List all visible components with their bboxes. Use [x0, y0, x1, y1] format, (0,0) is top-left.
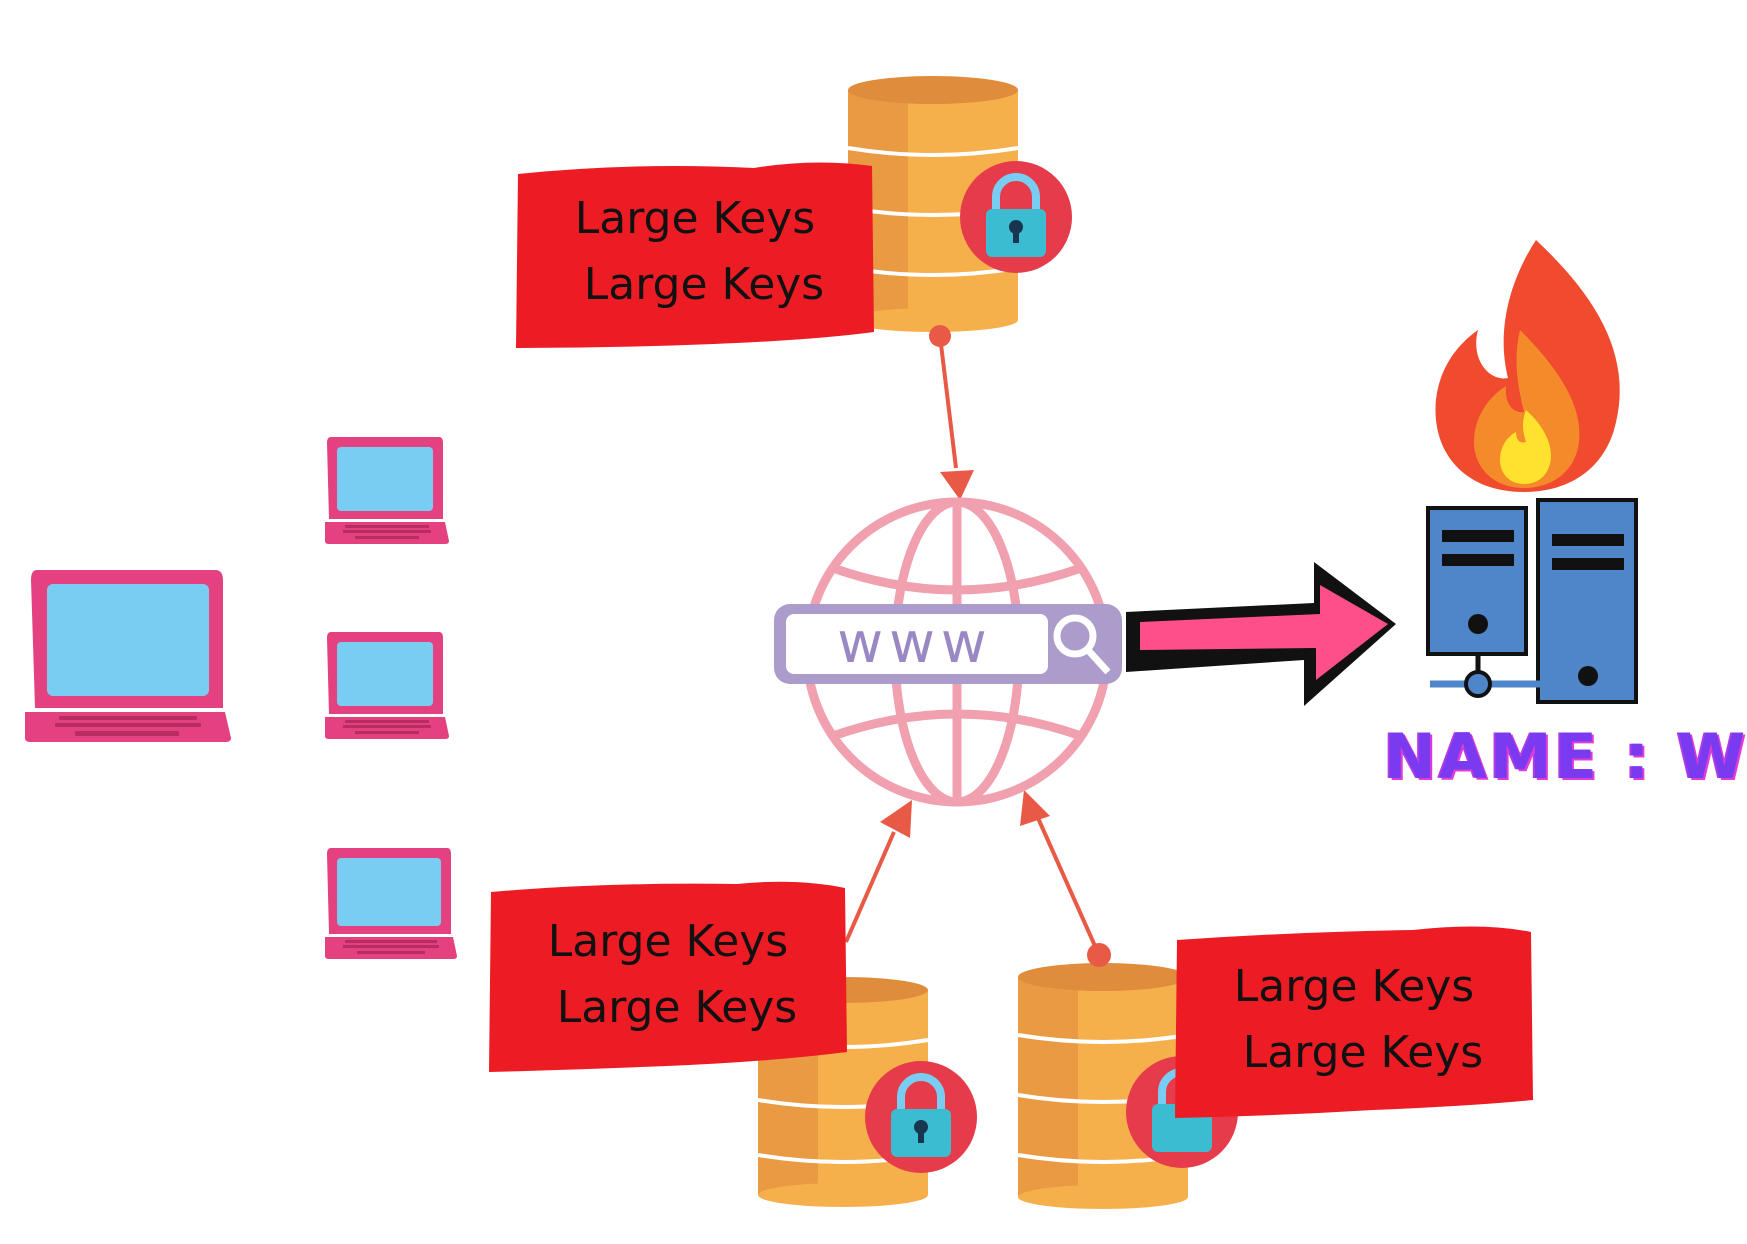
laptop-icon-1 — [325, 437, 449, 544]
connector-top — [929, 325, 974, 500]
laptop-icon-2 — [325, 632, 449, 739]
label-bottom-right-line-1: Large Keys — [1233, 961, 1475, 1012]
flame-icon — [1435, 240, 1620, 492]
connector-bottom-left — [844, 800, 912, 943]
server-name-label: NAME : W — [1384, 720, 1747, 793]
label-box-bottom-right-bg — [1175, 926, 1533, 1118]
label-box-bottom-left-bg — [489, 881, 847, 1072]
search-bar — [774, 604, 1122, 684]
label-box-top-bg — [516, 162, 874, 348]
label-top-line-1: Large Keys — [574, 193, 816, 244]
label-box-top: Large Keys Large Keys — [514, 152, 876, 352]
lock-icon-bottom-left — [865, 1061, 977, 1173]
label-bottom-left-line-1: Large Keys — [547, 916, 789, 967]
laptop-icon-large — [25, 570, 231, 742]
lock-icon-top — [960, 161, 1072, 273]
search-icon — [1053, 614, 1111, 675]
connector-bottom-right — [1020, 790, 1111, 967]
arrow-icon — [1126, 562, 1396, 706]
search-bar-text: www — [837, 611, 993, 676]
laptop-icon-3 — [325, 848, 457, 959]
label-box-bottom-right: Large Keys Large Keys — [1173, 920, 1535, 1120]
label-bottom-right-line-2: Large Keys — [1242, 1027, 1484, 1078]
label-top-line-2: Large Keys — [583, 259, 825, 310]
label-bottom-left-line-2: Large Keys — [556, 982, 798, 1033]
label-box-bottom-left: Large Keys Large Keys — [487, 876, 849, 1074]
server-icon — [1426, 498, 1638, 704]
